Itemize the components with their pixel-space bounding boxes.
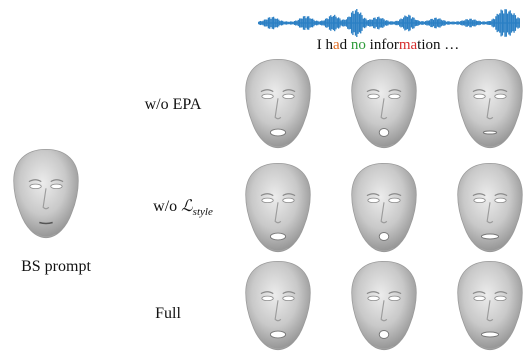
transcript-seg-6: ma (398, 37, 418, 53)
transcript-seg-5: infor (365, 37, 399, 53)
generated-face-r0-c0 (240, 56, 316, 152)
prompt-label: BS prompt (21, 258, 91, 275)
generated-face-r0-c2 (452, 56, 526, 152)
transcript-seg-0: I (316, 37, 326, 53)
generated-face-r1-c1 (346, 160, 422, 256)
transcript-seg-4: no (350, 37, 366, 53)
prompt-face (8, 146, 84, 242)
speech-transcript: I had no information … (250, 37, 526, 54)
audio-waveform (258, 9, 520, 37)
transcript-seg-2: a (332, 37, 340, 53)
transcript-seg-7: tion … (417, 37, 460, 53)
generated-face-r1-c2 (452, 160, 526, 256)
transcript-seg-3: d (339, 37, 351, 53)
row-label-wo-epa: w/o EPA (144, 96, 202, 113)
generated-face-r2-c0 (240, 258, 316, 354)
generated-face-r2-c2 (452, 258, 526, 354)
row-label-full: Full (155, 305, 181, 322)
generated-face-r1-c0 (240, 160, 316, 256)
generated-face-r2-c1 (346, 258, 422, 354)
transcript-seg-1: h (325, 37, 333, 53)
row-label-wo-lstyle: w/o ℒstyle (153, 198, 213, 219)
generated-face-r0-c1 (346, 56, 422, 152)
